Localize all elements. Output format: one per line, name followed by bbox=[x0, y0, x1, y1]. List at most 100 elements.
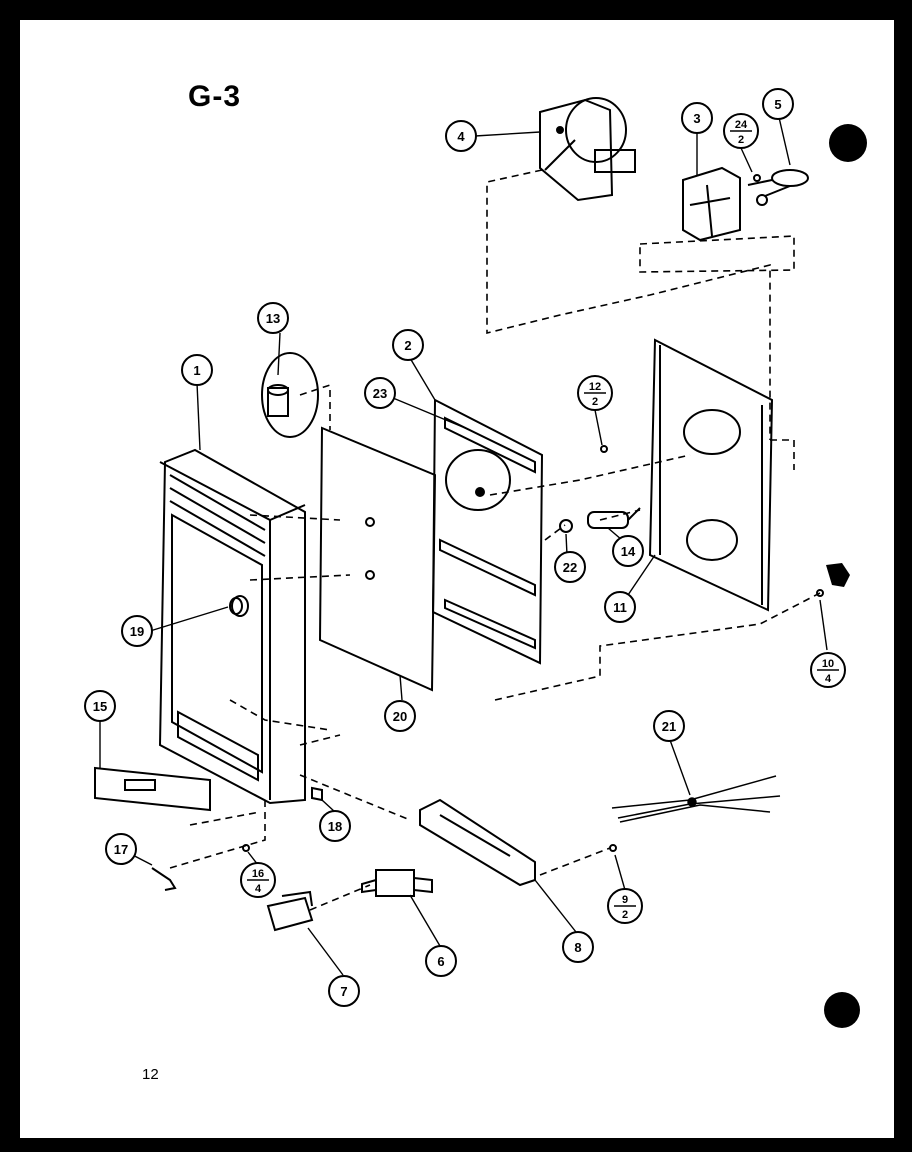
part-5-clip bbox=[747, 169, 809, 206]
callout-circle bbox=[328, 975, 360, 1007]
callout-number: 20 bbox=[393, 709, 407, 724]
callout-22: 22 bbox=[554, 551, 586, 583]
callout-circle bbox=[604, 591, 636, 623]
registration-dot bbox=[829, 124, 867, 162]
diagram-title: G-3 bbox=[188, 80, 242, 113]
callout-circle bbox=[364, 377, 396, 409]
callout-16: 164 bbox=[240, 862, 276, 898]
callout-21: 21 bbox=[653, 710, 685, 742]
callout-17: 17 bbox=[105, 833, 137, 865]
part-22-washer bbox=[559, 519, 573, 533]
callout-number: 7 bbox=[340, 984, 347, 999]
callout-5: 5 bbox=[762, 88, 794, 120]
callout-9: 92 bbox=[607, 888, 643, 924]
part-4-motor bbox=[539, 97, 636, 202]
part-1-front-frame bbox=[158, 448, 306, 805]
callout-circle bbox=[257, 302, 289, 334]
part-3-relay bbox=[682, 166, 741, 242]
callout-number: 4 bbox=[457, 129, 465, 144]
part-21-wire-harness bbox=[611, 775, 781, 823]
callout-number: 22 bbox=[563, 560, 577, 575]
callout-number: 12 bbox=[589, 381, 601, 393]
callout-circle bbox=[554, 551, 586, 583]
callout-circle bbox=[612, 535, 644, 567]
callout-circle bbox=[392, 329, 424, 361]
callout-8: 8 bbox=[562, 931, 594, 963]
callout-circle bbox=[319, 810, 351, 842]
part-8-switch-bracket bbox=[419, 798, 536, 887]
callout-number: 9 bbox=[622, 894, 628, 906]
callout-circle bbox=[562, 931, 594, 963]
callout-23: 23 bbox=[364, 377, 396, 409]
callout-number: 16 bbox=[252, 868, 264, 880]
callout-number: 11 bbox=[613, 600, 627, 615]
callout-number: 10 bbox=[822, 658, 834, 670]
callout-4: 4 bbox=[445, 120, 477, 152]
assembly-dashed-lines bbox=[169, 169, 821, 911]
part-11-chassis-plate bbox=[648, 338, 774, 612]
callout-circle bbox=[181, 354, 213, 386]
part-18-bracket bbox=[311, 786, 323, 802]
callout-circle bbox=[762, 88, 794, 120]
callout-circle bbox=[121, 615, 153, 647]
callout-number: 3 bbox=[693, 111, 700, 126]
callout-3: 3 bbox=[681, 102, 713, 134]
callout-1: 1 bbox=[181, 354, 213, 386]
callout-circle bbox=[681, 102, 713, 134]
leader-lines bbox=[99, 112, 828, 976]
part-13-knob-disc bbox=[261, 352, 319, 438]
callout-number: 1 bbox=[193, 363, 200, 378]
callout-number: 6 bbox=[437, 954, 444, 969]
part-17-pin bbox=[151, 867, 177, 891]
callout-circle bbox=[425, 945, 457, 977]
callout-11: 11 bbox=[604, 591, 636, 623]
part-15-panel bbox=[94, 766, 211, 812]
callout-10: 104 bbox=[810, 652, 846, 688]
callout-number: 23 bbox=[373, 386, 387, 401]
callout-number: 5 bbox=[774, 97, 781, 112]
callout-number: 13 bbox=[266, 311, 280, 326]
callout-circle bbox=[84, 690, 116, 722]
callout-quantity: 4 bbox=[255, 883, 262, 895]
callout-6: 6 bbox=[425, 945, 457, 977]
callout-18: 18 bbox=[319, 810, 351, 842]
callout-quantity: 4 bbox=[825, 673, 832, 685]
rubber-grommet bbox=[826, 563, 850, 587]
callout-circle bbox=[653, 710, 685, 742]
callout-15: 15 bbox=[84, 690, 116, 722]
parts-diagram-sheet: G-3 12 bbox=[20, 20, 894, 1138]
callouts: 1234567892104111221314151641718192021222… bbox=[84, 88, 846, 1007]
callout-number: 21 bbox=[662, 719, 676, 734]
exploded-view-drawing: 1234567892104111221314151641718192021222… bbox=[84, 88, 867, 1028]
callout-7: 7 bbox=[328, 975, 360, 1007]
callout-circle bbox=[384, 700, 416, 732]
part-19-button bbox=[229, 595, 249, 617]
callout-13: 13 bbox=[257, 302, 289, 334]
page-number: 12 bbox=[142, 1066, 159, 1083]
callout-circle bbox=[445, 120, 477, 152]
callout-number: 24 bbox=[735, 119, 748, 131]
part-20-back-panel bbox=[318, 426, 437, 692]
callout-20: 20 bbox=[384, 700, 416, 732]
callout-number: 2 bbox=[404, 338, 411, 353]
callout-quantity: 2 bbox=[622, 909, 628, 921]
callout-quantity: 2 bbox=[738, 134, 744, 146]
callout-quantity: 2 bbox=[592, 396, 598, 408]
part-14-capacitor bbox=[587, 507, 641, 529]
part-6-switch bbox=[361, 869, 433, 897]
part-2-gasket-panel bbox=[431, 398, 544, 665]
screws bbox=[242, 174, 824, 852]
callout-19: 19 bbox=[121, 615, 153, 647]
callout-24: 242 bbox=[723, 113, 759, 149]
callout-14: 14 bbox=[612, 535, 644, 567]
part-7-knob-cap bbox=[266, 890, 314, 932]
callout-number: 8 bbox=[574, 940, 581, 955]
callout-circle bbox=[105, 833, 137, 865]
registration-dot bbox=[824, 992, 860, 1028]
callout-number: 18 bbox=[328, 819, 342, 834]
callout-2: 2 bbox=[392, 329, 424, 361]
callout-number: 14 bbox=[621, 544, 636, 559]
callout-number: 19 bbox=[130, 624, 144, 639]
callout-12: 122 bbox=[577, 375, 613, 411]
callout-number: 17 bbox=[114, 842, 128, 857]
